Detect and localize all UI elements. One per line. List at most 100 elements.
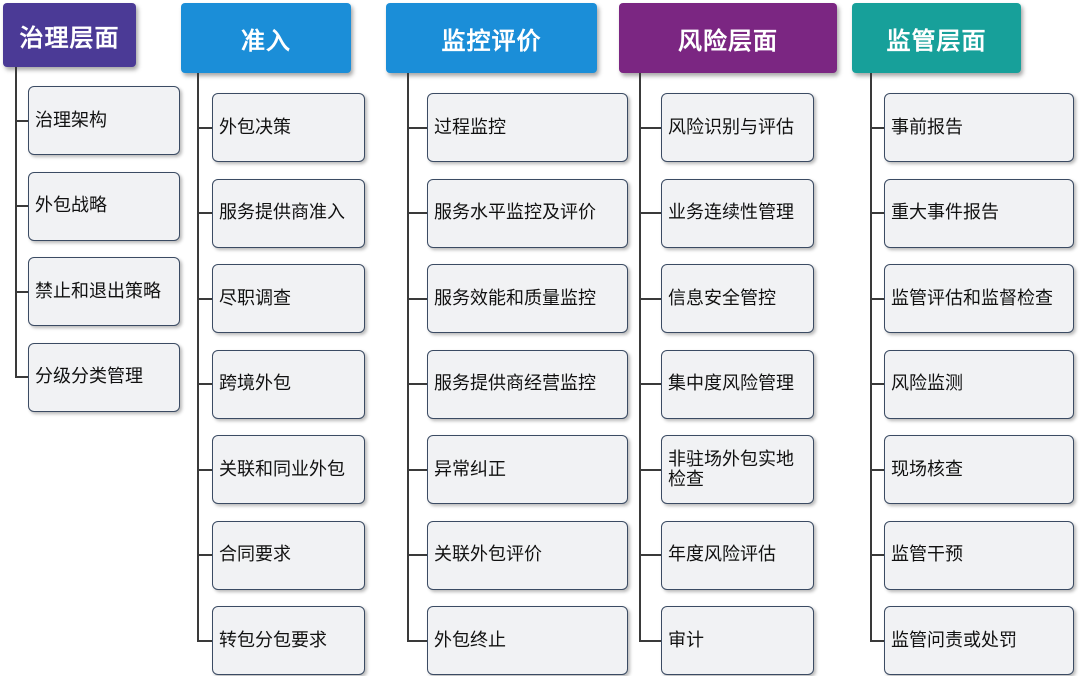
item-label: 过程监控 <box>434 116 506 138</box>
item-label: 服务水平监控及评价 <box>434 202 596 223</box>
item-label: 服务效能和质量监控 <box>434 287 596 309</box>
item-box: 过程监控 <box>427 93 628 162</box>
item-box: 外包战略 <box>28 171 180 241</box>
item-box: 服务效能和质量监控 <box>427 264 628 333</box>
connector-branch <box>639 383 661 385</box>
connector-branch <box>870 639 884 642</box>
connector-branch <box>407 554 427 556</box>
connector-branch <box>407 468 427 471</box>
item-label: 集中度风险管理 <box>668 373 794 394</box>
item-label: 监管评估和监督检查 <box>891 287 1053 309</box>
item-box: 关联外包评价 <box>427 520 628 590</box>
connector-branch <box>197 639 212 642</box>
item-box: 集中度风险管理 <box>661 349 814 419</box>
connector-trunk <box>15 67 17 378</box>
connector-trunk <box>197 73 199 642</box>
connector-branch <box>639 297 661 300</box>
connector-branch <box>407 639 427 642</box>
connector-branch <box>407 212 427 214</box>
item-box: 异常纠正 <box>427 435 628 504</box>
connector-trunk <box>639 73 641 642</box>
connector-branch <box>15 205 28 207</box>
connector-branch <box>197 468 212 471</box>
item-label: 关联外包评价 <box>434 544 542 565</box>
item-label: 监管问责或处罚 <box>891 629 1017 651</box>
item-label: 业务连续性管理 <box>668 202 794 223</box>
connector-branch <box>639 468 661 471</box>
column-header-monitoring: 监控评价 <box>386 3 597 73</box>
item-label: 事前报告 <box>891 116 963 138</box>
connector-trunk <box>407 73 409 642</box>
item-label: 重大事件报告 <box>891 202 999 223</box>
item-box: 监管干预 <box>884 520 1074 590</box>
item-box: 风险识别与评估 <box>661 93 814 162</box>
item-box: 外包决策 <box>212 93 365 162</box>
item-label: 关联和同业外包 <box>219 458 345 480</box>
item-label: 异常纠正 <box>434 458 506 480</box>
connector-branch <box>870 297 884 300</box>
item-label: 外包终止 <box>434 629 506 651</box>
item-box: 服务水平监控及评价 <box>427 178 628 248</box>
item-box: 治理架构 <box>28 86 180 155</box>
connector-branch <box>197 126 212 129</box>
connector-trunk <box>870 73 872 642</box>
item-box: 尽职调查 <box>212 264 365 333</box>
item-box: 服务提供商经营监控 <box>427 349 628 419</box>
item-box: 审计 <box>661 606 814 675</box>
item-box: 关联和同业外包 <box>212 435 365 504</box>
item-box: 服务提供商准入 <box>212 178 365 248</box>
item-label: 年度风险评估 <box>668 544 776 565</box>
item-label: 信息安全管控 <box>668 287 776 309</box>
connector-branch <box>197 383 212 385</box>
item-label: 外包决策 <box>219 116 291 138</box>
item-box: 合同要求 <box>212 520 365 590</box>
item-label: 风险识别与评估 <box>668 116 794 138</box>
column-header-risk: 风险层面 <box>619 3 837 73</box>
connector-branch <box>197 297 212 300</box>
item-box: 事前报告 <box>884 93 1074 162</box>
connector-branch <box>407 126 427 129</box>
item-box: 业务连续性管理 <box>661 178 814 248</box>
item-box: 禁止和退出策略 <box>28 257 180 326</box>
item-label: 禁止和退出策略 <box>35 280 161 302</box>
item-label: 服务提供商准入 <box>219 202 345 223</box>
connector-branch <box>870 554 884 556</box>
item-box: 监管问责或处罚 <box>884 606 1074 675</box>
connector-branch <box>407 297 427 300</box>
item-label: 分级分类管理 <box>35 366 143 387</box>
item-box: 重大事件报告 <box>884 178 1074 248</box>
connector-branch <box>197 212 212 214</box>
item-label: 合同要求 <box>219 544 291 565</box>
connector-branch <box>407 383 427 385</box>
column-header-access: 准入 <box>181 3 351 73</box>
item-label: 服务提供商经营监控 <box>434 373 596 394</box>
item-label: 外包战略 <box>35 195 107 216</box>
connector-branch <box>639 126 661 129</box>
connector-branch <box>639 212 661 214</box>
connector-branch <box>197 554 212 556</box>
column-header-regulatory: 监管层面 <box>852 3 1021 73</box>
item-label: 治理架构 <box>35 109 107 131</box>
item-box: 转包分包要求 <box>212 606 365 675</box>
item-box: 现场核查 <box>884 435 1074 504</box>
connector-branch <box>870 468 884 471</box>
item-box: 跨境外包 <box>212 349 365 419</box>
connector-branch <box>639 639 661 642</box>
column-header-governance: 治理层面 <box>3 3 136 67</box>
item-label: 审计 <box>668 629 704 651</box>
item-label: 跨境外包 <box>219 373 291 394</box>
item-label: 转包分包要求 <box>219 629 327 651</box>
item-box: 外包终止 <box>427 606 628 675</box>
connector-branch <box>639 554 661 556</box>
item-box: 非驻场外包实地检查 <box>661 435 814 504</box>
connector-branch <box>870 383 884 385</box>
item-box: 风险监测 <box>884 349 1074 419</box>
connector-branch <box>15 290 28 293</box>
item-box: 年度风险评估 <box>661 520 814 590</box>
connector-branch <box>15 119 28 122</box>
item-box: 监管评估和监督检查 <box>884 264 1074 333</box>
item-box: 分级分类管理 <box>28 342 180 412</box>
connector-branch <box>870 212 884 214</box>
item-label: 风险监测 <box>891 373 963 394</box>
item-label: 尽职调查 <box>219 287 291 309</box>
